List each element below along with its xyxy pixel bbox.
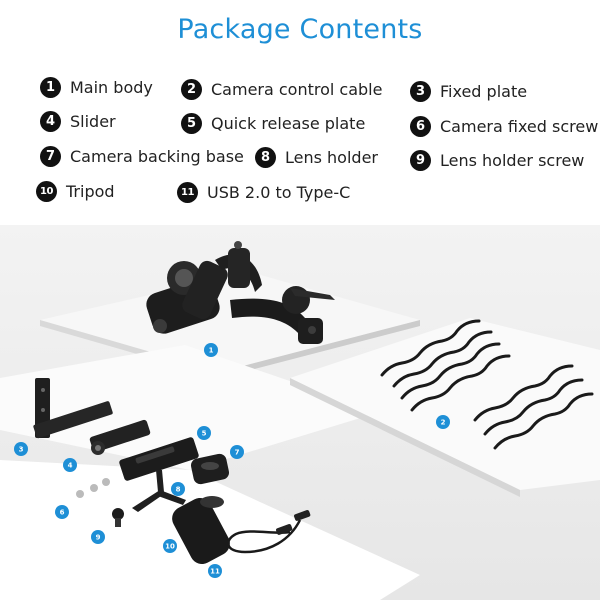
usb-cable: [227, 510, 311, 554]
callout-4: 4: [63, 458, 77, 472]
number-badge: 11: [177, 182, 198, 203]
page-title: Package Contents: [177, 14, 423, 45]
svg-text:3: 3: [19, 446, 24, 454]
legend-label: Lens holder: [285, 148, 378, 167]
svg-text:9: 9: [96, 534, 101, 542]
callout-9: 9: [91, 530, 105, 544]
callout-1: 1: [204, 343, 218, 357]
legend-item-4: 4 Slider: [40, 111, 116, 132]
legend-label: Camera fixed screw: [440, 117, 599, 136]
pedestal-right: [290, 318, 600, 497]
legend-item-8: 8 Lens holder: [255, 147, 378, 168]
svg-text:7: 7: [235, 449, 240, 457]
camera-control-cables: [380, 319, 594, 450]
legend-item-3: 3 Fixed plate: [410, 81, 527, 102]
legend-label: Tripod: [66, 182, 115, 201]
callout-3: 3: [14, 442, 28, 456]
legend-item-6: 6 Camera fixed screw: [410, 116, 598, 137]
callout-11: 11: [208, 564, 222, 578]
number-badge: 3: [410, 81, 431, 102]
lens-holder: [132, 470, 186, 512]
number-badge: 6: [410, 116, 431, 137]
quick-release-plate: [119, 437, 199, 481]
lens-holder-screw: [112, 508, 124, 527]
legend-item-11: 11 USB 2.0 to Type-C: [177, 182, 350, 203]
number-badge: 1: [40, 77, 61, 98]
number-badge: 4: [40, 111, 61, 132]
number-badge: 2: [181, 79, 202, 100]
callout-5: 5: [197, 426, 211, 440]
callout-7: 7: [230, 445, 244, 459]
callout-6: 6: [55, 505, 69, 519]
tripod: [172, 496, 230, 565]
legend-item-10: 10 Tripod: [36, 181, 115, 202]
legend-item-7: 7 Camera backing base: [40, 146, 244, 167]
number-badge: 8: [255, 147, 276, 168]
legend-label: Fixed plate: [440, 82, 528, 101]
svg-text:6: 6: [60, 509, 65, 517]
callout-8: 8: [171, 482, 185, 496]
main-body-gimbal: [146, 241, 335, 344]
legend-label: Slider: [70, 112, 116, 131]
legend-label: Camera control cable: [211, 80, 383, 99]
svg-text:11: 11: [210, 568, 220, 576]
legend-item-1: 1 Main body: [40, 77, 153, 98]
svg-text:2: 2: [441, 419, 446, 427]
callout-2: 2: [436, 415, 450, 429]
legend-item-9: 9 Lens holder screw: [410, 150, 584, 171]
legend-label: USB 2.0 to Type-C: [207, 183, 351, 202]
legend-label: Main body: [70, 78, 153, 97]
camera-fixed-screws: [76, 478, 110, 498]
svg-text:5: 5: [202, 430, 207, 438]
number-badge: 7: [40, 146, 61, 167]
legend-item-5: 5 Quick release plate: [181, 113, 365, 134]
legend-label: Lens holder screw: [440, 151, 585, 170]
svg-text:8: 8: [176, 486, 181, 494]
legend-label: Camera backing base: [70, 147, 244, 166]
svg-text:10: 10: [165, 543, 175, 551]
svg-text:4: 4: [68, 462, 73, 470]
slider: [89, 419, 151, 455]
fixed-plate: [33, 378, 113, 439]
number-badge: 5: [181, 113, 202, 134]
camera-backing-base: [190, 453, 230, 485]
legend-label: Quick release plate: [211, 114, 366, 133]
svg-text:1: 1: [209, 347, 214, 355]
callout-10: 10: [163, 539, 177, 553]
number-badge: 10: [36, 181, 57, 202]
number-badge: 9: [410, 150, 431, 171]
legend-item-2: 2 Camera control cable: [181, 79, 382, 100]
